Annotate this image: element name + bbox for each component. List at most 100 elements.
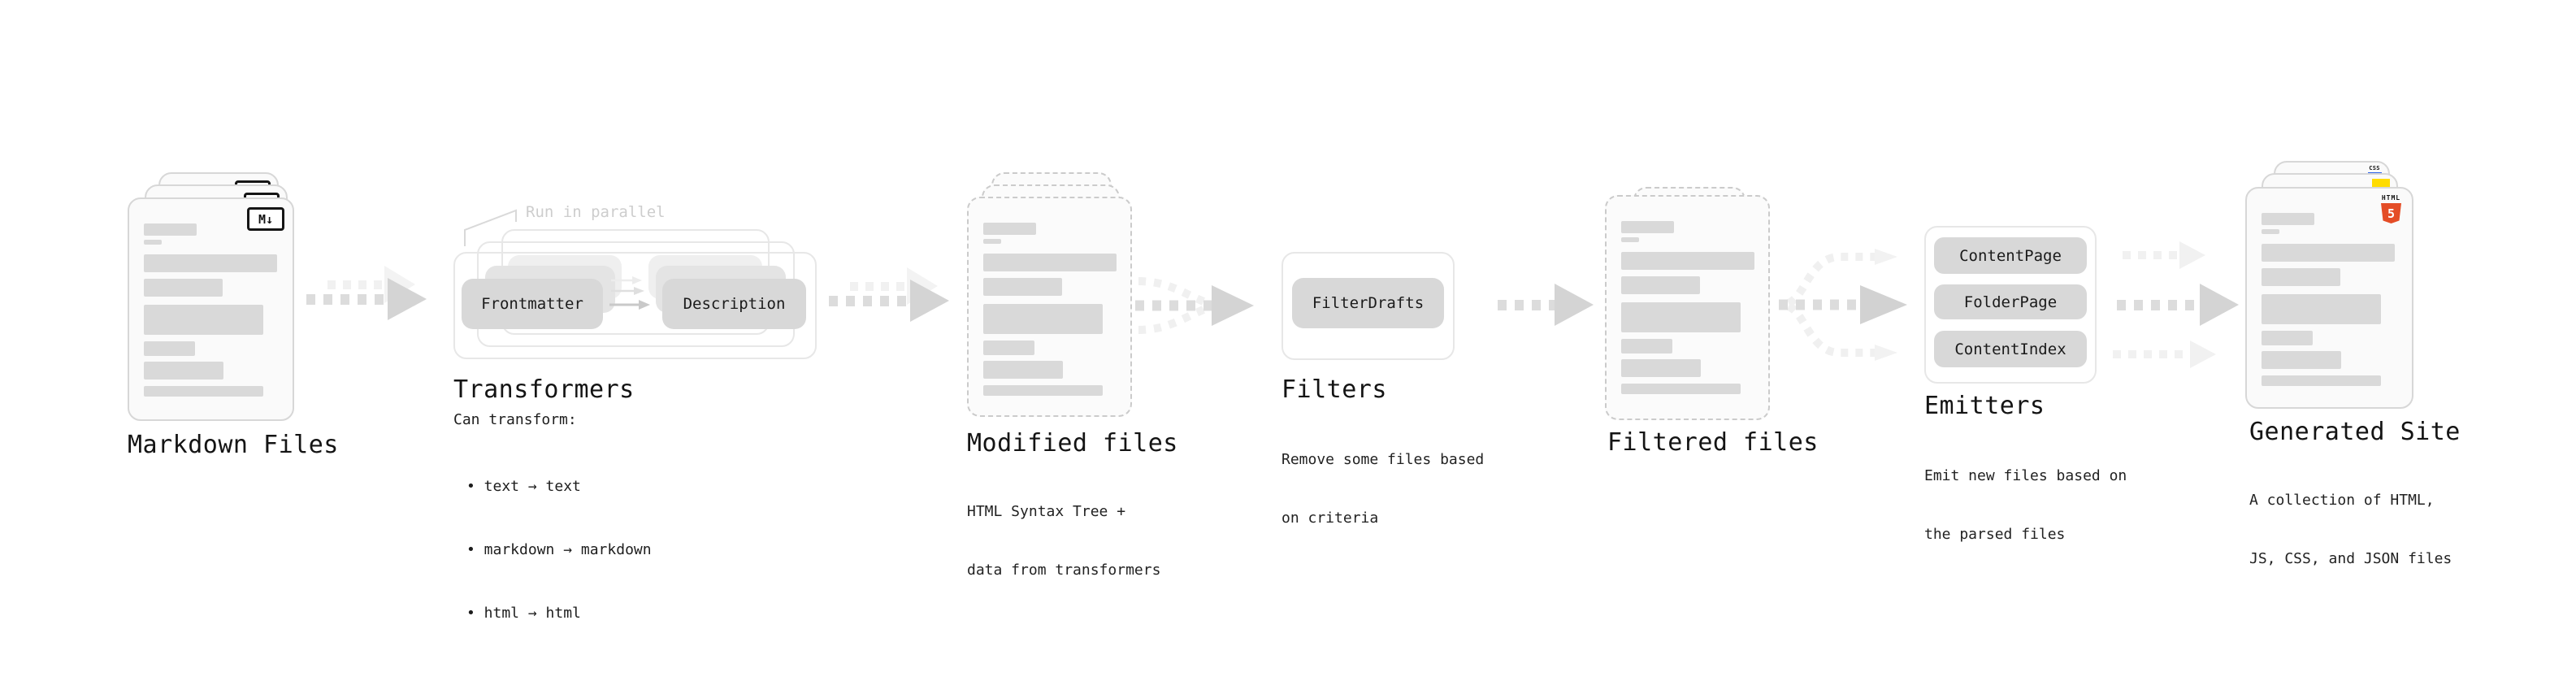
emitters-title: Emitters	[1924, 392, 2045, 420]
text-line-placeholder	[2262, 294, 2381, 324]
arrowhead-icon	[910, 280, 952, 322]
transformer-stack-box-front	[453, 252, 817, 359]
subtitle-line: the parsed files	[1924, 526, 2066, 543]
markdown-files-title: Markdown Files	[128, 431, 339, 459]
filterdrafts-step: FilterDrafts	[1292, 278, 1444, 328]
text-line-placeholder	[983, 223, 1036, 235]
arrow-emitter-top	[2123, 241, 2212, 269]
arrow-emitter-middle	[2117, 284, 2241, 326]
text-line-placeholder	[144, 386, 263, 397]
html5-icon: HTML 5	[2380, 195, 2402, 223]
text-line-placeholder	[144, 254, 277, 272]
step-connector-arrows	[609, 276, 650, 310]
filtered-files-title: Filtered files	[1607, 428, 1819, 457]
text-line-placeholder	[1621, 276, 1700, 294]
filters-title: Filters	[1281, 375, 1387, 404]
subtitle-line: JS, CSS, and JSON files	[2249, 550, 2452, 567]
document-skeleton	[1621, 221, 1754, 394]
subtitle-line: data from transformers	[967, 562, 1161, 579]
arrowhead-ghost-icon	[2190, 340, 2218, 368]
text-line-placeholder	[144, 305, 263, 335]
arrow-dashes-ghost	[850, 282, 910, 291]
text-line-placeholder	[1621, 302, 1741, 332]
subtitle-line: Emit new files based on	[1924, 467, 2127, 484]
transformers-lead: Can transform:	[453, 411, 577, 428]
text-line-placeholder	[983, 361, 1063, 379]
folderpage-step: FolderPage	[1934, 284, 2087, 319]
callout-connector-line	[464, 209, 517, 246]
text-line-placeholder	[983, 278, 1062, 296]
text-line-placeholder	[144, 341, 195, 356]
arrow-modified-to-filters	[1135, 277, 1254, 334]
subtitle-line: HTML Syntax Tree +	[967, 503, 1126, 520]
modified-files-subtitle: HTML Syntax Tree + data from transformer…	[967, 463, 1160, 619]
arrow-filters-to-filtered	[1498, 284, 1596, 326]
emitters-box	[1924, 226, 2097, 384]
arrowhead-icon	[1555, 284, 1596, 326]
text-line-placeholder	[2262, 244, 2395, 262]
description-step: Description	[662, 279, 806, 329]
text-line-placeholder	[1621, 384, 1741, 394]
run-in-parallel-callout: Run in parallel	[526, 203, 666, 221]
text-line-placeholder	[2262, 229, 2279, 234]
text-line-placeholder	[2262, 375, 2381, 386]
arrow-markdown-to-transformers	[305, 264, 443, 321]
text-line-placeholder	[1621, 339, 1672, 354]
bullet-item: • html → html	[466, 605, 581, 622]
css-label: CSS	[2369, 165, 2380, 171]
arrow-dashes	[829, 296, 912, 306]
text-line-placeholder	[2262, 268, 2340, 286]
frontmatter-step: Frontmatter	[462, 279, 603, 329]
text-line-placeholder	[983, 340, 1034, 355]
filtered-file-card-front	[1605, 195, 1770, 420]
text-line-placeholder	[983, 304, 1103, 334]
html5-shield: 5	[2381, 203, 2401, 223]
document-skeleton	[144, 223, 277, 397]
text-line-placeholder	[144, 240, 162, 245]
generated-site-title: Generated Site	[2249, 418, 2461, 446]
contentindex-step: ContentIndex	[1934, 331, 2087, 367]
arrow-emitter-bottom	[2113, 340, 2218, 368]
bullet-item: • text → text	[466, 478, 581, 495]
subtitle-line: Remove some files based	[1281, 451, 1485, 468]
arrow-dashes	[306, 294, 389, 305]
arrowhead-icon	[388, 278, 429, 320]
arrow-filtered-to-emitters	[1779, 249, 1907, 361]
text-line-placeholder	[144, 279, 223, 297]
text-line-placeholder	[144, 362, 223, 380]
arrow-dashes-ghost	[2123, 251, 2179, 259]
arrowhead-ghost-icon	[2179, 241, 2208, 269]
text-line-placeholder	[983, 385, 1103, 396]
subtitle-line: A collection of HTML,	[2249, 492, 2435, 509]
arrowhead-icon	[2200, 284, 2241, 326]
arrow-transformers-to-modified	[827, 266, 965, 323]
generated-file-card-front: HTML 5	[2245, 187, 2413, 409]
modified-file-card-front	[967, 197, 1132, 417]
filters-box	[1281, 252, 1455, 360]
subtitle-line: on criteria	[1281, 510, 1379, 527]
contentpage-step: ContentPage	[1934, 237, 2087, 274]
text-line-placeholder	[1621, 359, 1701, 377]
text-line-placeholder	[2262, 351, 2341, 369]
generated-site-subtitle: A collection of HTML, JS, CSS, and JSON …	[2249, 452, 2452, 608]
text-line-placeholder	[2262, 331, 2313, 345]
filters-subtitle: Remove some files based on criteria	[1281, 411, 1484, 567]
text-line-placeholder	[983, 254, 1117, 271]
markdown-file-card-front: M↓	[128, 197, 294, 421]
document-skeleton	[2262, 213, 2395, 386]
text-line-placeholder	[2262, 213, 2314, 225]
transformers-title: Transformers	[453, 375, 635, 404]
arrow-dashes-ghost	[2113, 350, 2190, 358]
text-line-placeholder	[1621, 221, 1674, 233]
emitters-subtitle: Emit new files based on the parsed files	[1924, 427, 2127, 583]
bullet-item: • markdown → markdown	[466, 541, 652, 558]
modified-files-title: Modified files	[967, 429, 1178, 458]
arrow-dashes	[2117, 300, 2200, 310]
js-file-icon	[2372, 179, 2390, 187]
arrow-dashes	[1498, 300, 1555, 310]
transformers-bullet-list: • text → text • markdown → markdown • ht…	[466, 434, 652, 666]
text-line-placeholder	[983, 239, 1001, 244]
text-line-placeholder	[1621, 237, 1639, 242]
document-skeleton	[983, 223, 1117, 396]
